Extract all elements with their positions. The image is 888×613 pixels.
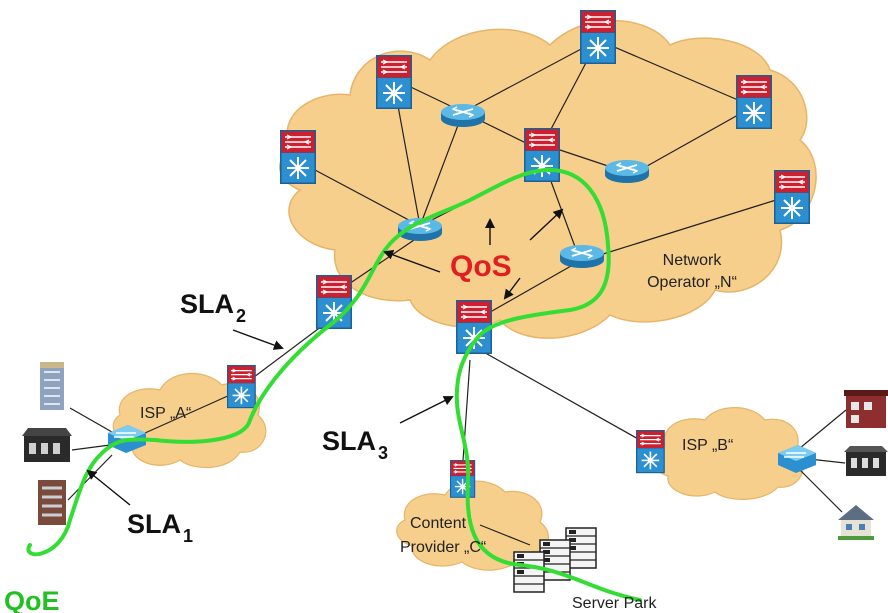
house-icon xyxy=(844,446,888,476)
house-icon xyxy=(22,428,72,462)
network-operator-label-line2: Operator „N“ xyxy=(647,274,737,291)
house-icon xyxy=(838,505,874,540)
svg-text:SLA: SLA xyxy=(127,509,181,539)
server-icon xyxy=(513,551,545,593)
building-icon xyxy=(38,480,66,525)
switch-icon xyxy=(375,54,413,110)
switch-icon xyxy=(226,364,257,410)
server-park-label: Server Park xyxy=(572,595,657,612)
switch-icon xyxy=(455,299,493,355)
network-operator-label-line1: Network xyxy=(663,252,723,269)
router-icon xyxy=(559,244,605,269)
switch-icon xyxy=(449,459,476,499)
content-provider-label-line2: Provider „C“ xyxy=(400,539,486,556)
sla-1-label: SLA 1 xyxy=(127,509,193,546)
qos-arrows xyxy=(383,208,564,300)
svg-text:3: 3 xyxy=(378,443,388,463)
router-icon xyxy=(604,159,650,184)
house-icon xyxy=(844,390,888,428)
svg-text:SLA: SLA xyxy=(180,289,234,319)
switch-icon xyxy=(735,74,773,130)
svg-text:SLA: SLA xyxy=(322,426,376,456)
end-to-end-path xyxy=(26,167,642,602)
sla-arrows xyxy=(86,329,454,506)
switch-icon xyxy=(279,129,317,185)
isp-b-label: ISP „B“ xyxy=(682,437,733,454)
router-icon xyxy=(440,103,486,128)
sla-2-label: SLA 2 xyxy=(180,289,246,326)
sla-3-label: SLA 3 xyxy=(322,426,388,463)
svg-text:2: 2 xyxy=(236,306,246,326)
building-icon xyxy=(40,362,64,410)
isp-a-label: ISP „A“ xyxy=(140,405,191,422)
content-provider-label-line1: Content xyxy=(410,515,467,532)
switch-icon xyxy=(773,169,811,225)
qos-label: QoS xyxy=(450,250,512,283)
switch-icon xyxy=(579,9,617,65)
switch-icon xyxy=(635,429,666,475)
qoe-label: QoE xyxy=(4,586,60,613)
svg-text:1: 1 xyxy=(183,526,193,546)
